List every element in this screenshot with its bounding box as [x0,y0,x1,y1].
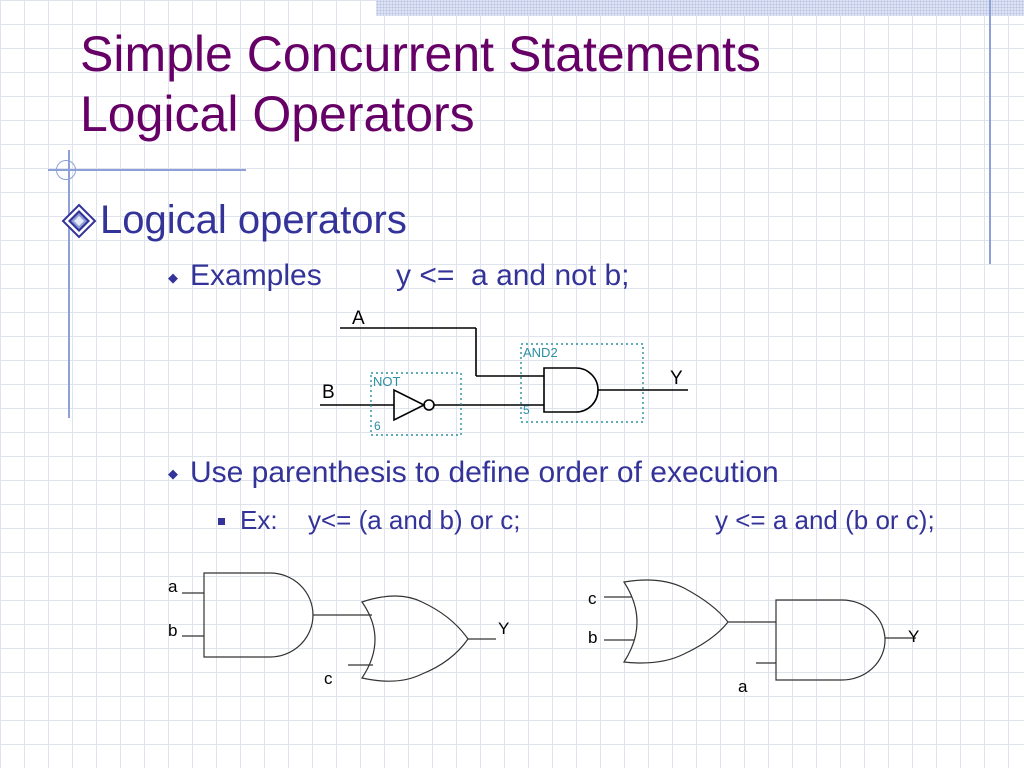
circuit3-output-y: Y [908,627,919,646]
small-diamond-icon: ◆ [168,270,178,285]
examples-label: Examples [190,259,322,292]
not-gate-index: 6 [374,419,381,433]
title-line-1: Simple Concurrent Statements [80,26,761,82]
not-gate-label: NOT [373,374,401,389]
circuit1-output-y: Y [670,368,683,389]
circuit-not-and-diagram: A B Y NOT 6 AND2 5 [320,308,688,436]
parenthesis-bullet: Use parenthesis to define order of execu… [190,456,779,489]
circuit-and-or-diagram: a b c Y [168,572,509,688]
diamond-bullet-icon [61,203,97,239]
ex-code-1: y<= (a and b) or c; [308,505,521,535]
title-line-2: Logical Operators [80,86,475,142]
left-vertical-rule [68,150,70,418]
circuit-or-and-diagram: c b a Y [588,579,919,696]
circuit3-input-a: a [738,677,748,696]
examples-code: y <= a and not b; [396,259,630,292]
and-gate-index: 5 [523,403,530,417]
and-gate-label: AND2 [523,345,558,360]
slide-title: Simple Concurrent Statements Logical Ope… [80,24,761,144]
square-bullet-icon [218,518,225,525]
circuit2-input-b: b [168,621,177,640]
circuit1-input-a: A [352,308,365,329]
circuit2-input-a: a [168,577,178,596]
circuit3-input-c: c [588,589,597,608]
top-decor-band [376,0,1024,16]
circuit3-input-b: b [588,628,597,647]
decor-circle-icon [56,160,76,180]
right-vertical-rule [989,0,991,264]
title-underline-rule [48,169,246,171]
circuit2-input-c: c [324,669,333,688]
small-diamond-icon: ◆ [168,466,178,481]
ex-code-2: y <= a and (b or c); [715,505,935,535]
bullet-logical-operators: Logical operators [100,198,407,242]
circuit1-input-b: B [322,382,335,403]
circuit2-output-y: Y [498,619,509,638]
ex-label: Ex: [240,505,278,535]
